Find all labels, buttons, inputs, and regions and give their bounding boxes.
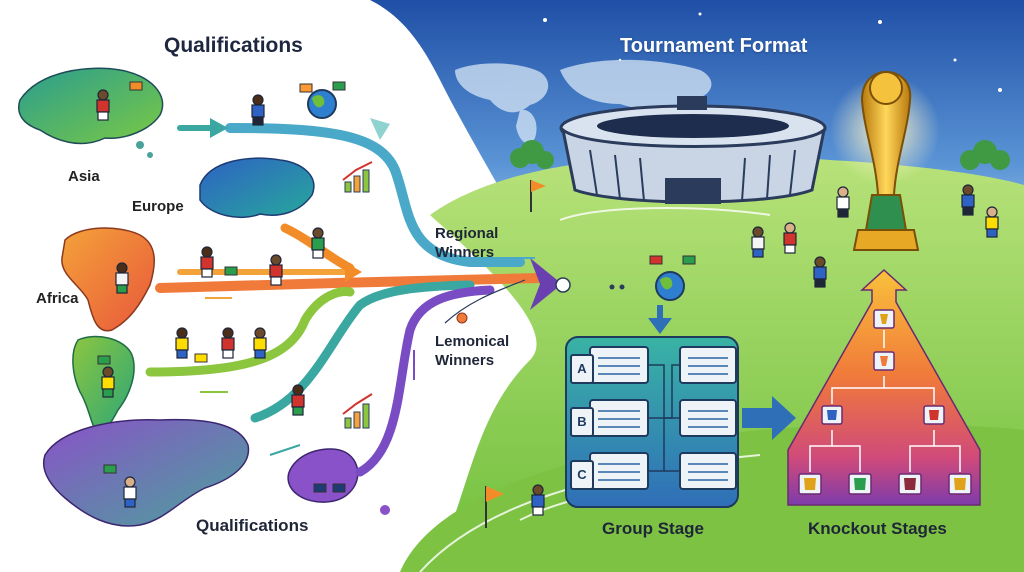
flag-icons [97, 81, 696, 493]
region-label-qualifications: Qualifications [196, 516, 309, 535]
group-letter-b: B [570, 407, 594, 437]
lemonical-winners-label: Lemonical Winners [435, 333, 510, 369]
globe-icon [307, 89, 685, 301]
qualifications-title: Qualifications [164, 34, 303, 57]
continent-asia [18, 67, 164, 158]
knockout-stages-label: Knockout Stages [808, 519, 947, 538]
tournament-format-title: Tournament Format [620, 35, 808, 57]
to-knockout-arrow [742, 396, 796, 440]
group-stage-label: Group Stage [602, 519, 705, 538]
qualification-flow-arrows [145, 123, 545, 477]
growth-chart-icon-1 [342, 161, 373, 193]
region-label-europe: Europe [132, 198, 184, 215]
trees [510, 140, 1010, 170]
growth-chart-icon-2 [342, 393, 373, 429]
down-arrow [648, 318, 672, 334]
corner-flag-bottom [485, 486, 504, 528]
group-letter-a: A [570, 354, 594, 384]
knockout-pyramid [787, 268, 981, 506]
ball-icon [555, 277, 571, 293]
player-figures [96, 89, 999, 516]
continent-africa [61, 227, 155, 332]
arrow-heads [210, 118, 562, 310]
group-letter-c: C [570, 460, 594, 490]
small-arrows [200, 257, 535, 456]
dots [609, 284, 625, 290]
corner-flag-top [530, 180, 546, 212]
region-label-africa: Africa [36, 290, 79, 307]
continent-europe [199, 157, 315, 219]
regional-winners-label: Regional Winners [435, 225, 499, 261]
trophy-icon [852, 70, 920, 251]
group-stage-panel [565, 336, 739, 508]
region-label-asia: Asia [68, 168, 100, 185]
continent-north-america [43, 418, 250, 527]
stadium [559, 96, 827, 204]
